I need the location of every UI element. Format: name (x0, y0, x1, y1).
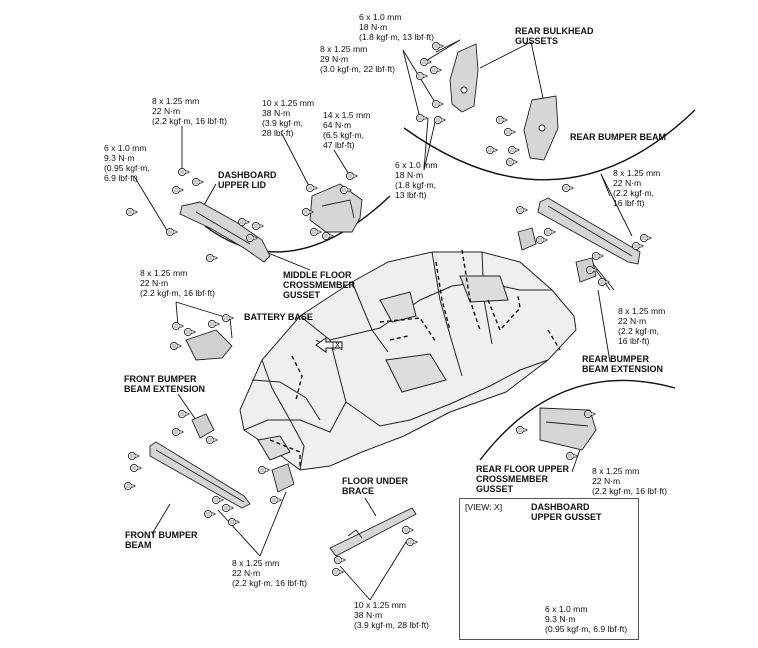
view-x-inset-frame (459, 498, 639, 640)
front-bumper-beam-extension-part (191, 413, 295, 493)
label-floor-under-brace: FLOOR UNDER BRACE (342, 476, 408, 496)
middle-floor-gusset-part (309, 183, 363, 233)
label-battery-base: BATTERY BASE (244, 312, 313, 322)
spec-6x10-18nm-top: 6 x 1.0 mm 18 N·m (1.8 kgf·m, 13 lbf·ft) (359, 12, 434, 42)
label-view-x-callout: [X] (332, 340, 344, 350)
spec-8x125-22nm-rear-lower: 8 x 1.25 mm 22 N·m (2.2 kgf·m, 16 lbf·ft… (618, 306, 666, 346)
label-view-x-title: [VIEW: X] (465, 502, 503, 512)
label-dashboard-upper-gusset: DASHBOARD UPPER GUSSET (531, 502, 602, 522)
section-arc-top (204, 195, 391, 253)
battery-base-part (185, 329, 233, 361)
rear-bulkhead-gusset-left (449, 43, 479, 113)
dashboard-upper-lid-part (179, 201, 271, 263)
rear-bulkhead-gusset-right (523, 95, 559, 161)
spec-8x125-22nm-rear-upper: 8 x 1.25 mm 22 N·m (2.2 kgf·m, 16 lbf·ft… (613, 168, 661, 208)
label-rear-bulkhead-gussets: REAR BULKHEAD GUSSETS (515, 26, 594, 46)
label-middle-floor-crossmember-gusset: MIDDLE FLOOR CROSSMEMBER GUSSET (283, 270, 356, 300)
spec-8x125-22nm-dash: 8 x 1.25 mm 22 N·m (2.2 kgf·m, 16 lbf·ft… (152, 96, 227, 126)
spec-8x125-22nm-battery: 8 x 1.25 mm 22 N·m (2.2 kgf·m, 16 lbf·ft… (140, 268, 215, 298)
spec-8x125-22nm-front: 8 x 1.25 mm 22 N·m (2.2 kgf·m, 16 lbf·ft… (232, 558, 307, 588)
section-arc-right (479, 379, 676, 461)
floor-under-brace-part (329, 507, 417, 557)
spec-6x10-93nm-view: 6 x 1.0 mm 9.3 N·m (0.95 kgf·m, 6.9 lbf·… (545, 604, 628, 634)
section-arc-topright (403, 109, 696, 181)
spec-10x125-38nm-brace: 10 x 1.25 mm 38 N·m (3.9 kgf·m, 28 lbf·f… (354, 600, 429, 630)
label-front-bumper-beam-extension: FRONT BUMPER BEAM EXTENSION (124, 374, 206, 394)
front-bumper-beam-part (149, 441, 251, 509)
spec-6x10-93nm-left: 6 x 1.0 mm 9.3 N·m (0.95 kgf·m, 6.9 lbf·… (104, 143, 150, 183)
car-body-shell (239, 251, 577, 471)
spec-14x15-64nm: 14 x 1.5 mm 64 N·m (6.5 kgf·m, 47 lbf·ft… (323, 110, 371, 150)
spec-10x125-38nm-mid: 10 x 1.25 mm 38 N·m (3.9 kgf·m, 28 lbf·f… (262, 98, 315, 138)
label-rear-bumper-beam-extension: REAR BUMPER BEAM EXTENSION (582, 354, 664, 374)
label-rear-floor-upper-crossmember-gusset: REAR FLOOR UPPER CROSSMEMBER GUSSET (476, 464, 570, 494)
body-dashed-highlights (269, 249, 561, 470)
spec-8x125-29nm: 8 x 1.25 mm 29 N·m (3.0 kgf·m, 22 lbf·ft… (320, 44, 395, 74)
label-dashboard-upper-lid: DASHBOARD UPPER LID (218, 170, 277, 190)
spec-6x10-18nm-mid: 6 x 1.0 mm 18 N·m (1.8 kgf·m, 13 lbf·ft) (395, 160, 438, 200)
view-x-arrow (315, 337, 343, 353)
rear-floor-upper-gusset-part (539, 407, 597, 451)
rear-bumper-beam-part (537, 197, 641, 265)
spec-8x125-22nm-rear-floor: 8 x 1.25 mm 22 N·m (2.2 kgf·m, 16 lbf·ft… (592, 466, 667, 496)
label-rear-bumper-beam: REAR BUMPER BEAM (570, 132, 667, 142)
label-front-bumper-beam: FRONT BUMPER BEAM (125, 530, 198, 550)
